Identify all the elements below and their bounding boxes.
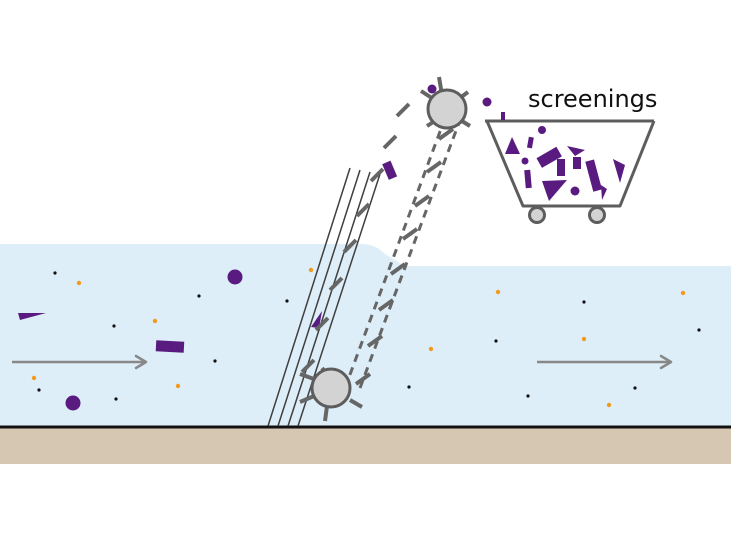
particle-dot [197,294,201,298]
debris-rectangle [155,340,185,353]
particle-dot [53,271,57,275]
debris-rectangle [382,160,398,180]
particle-dot [428,346,434,352]
particle-dot [213,359,217,363]
debris-rectangle [573,157,581,169]
water-debris [18,269,322,411]
debris-circle [65,395,81,411]
debris-triangle [542,180,567,201]
debris-circle [227,269,243,285]
particle-dot [37,388,41,392]
debris-circle [538,126,546,134]
screenings-label: screenings [528,85,657,113]
particle-dot [581,336,587,342]
cart-debris [482,97,625,201]
particle-dot [175,383,181,389]
screenings-cart-icon [485,119,656,224]
debris-triangle [311,311,322,328]
debris-circle [427,84,437,94]
screen-machine-icon [267,102,465,427]
ground [0,427,731,464]
particle-dot [697,328,701,332]
debris-rectangle [557,159,565,176]
particle-dot [114,397,118,401]
left-flow-arrow-icon [12,354,148,370]
bottom-roller-icon [299,366,364,422]
debris-triangle [505,137,520,154]
particle-dot [606,402,612,408]
particle-dot [633,386,637,390]
debris-triangle [18,313,46,320]
particle-dot [407,385,411,389]
debris-circle [570,186,580,196]
debris-rectangle [501,112,505,120]
debris-triangle [601,185,607,200]
particle-dot [76,280,82,286]
particle-dot [526,394,530,398]
debris-rectangle [585,159,603,192]
water-particles [31,267,701,408]
particle-dot [680,290,686,296]
debris-rectangle [524,169,532,189]
top-roller-icon [419,76,472,130]
right-flow-arrow-icon [537,354,673,370]
particle-dot [582,300,586,304]
particle-dot [285,299,289,303]
particle-dot [495,289,501,295]
particle-dot [152,318,158,324]
particle-dot [31,375,37,381]
debris-circle [521,157,529,165]
screen-debris [382,84,437,180]
debris-rectangle [526,136,534,149]
debris-rectangle [536,146,562,168]
particle-dot [494,339,498,343]
particle-dot [308,267,314,273]
debris-triangle [567,146,585,156]
debris-circle [482,97,492,107]
particle-dot [112,324,116,328]
debris-triangle [613,159,625,183]
